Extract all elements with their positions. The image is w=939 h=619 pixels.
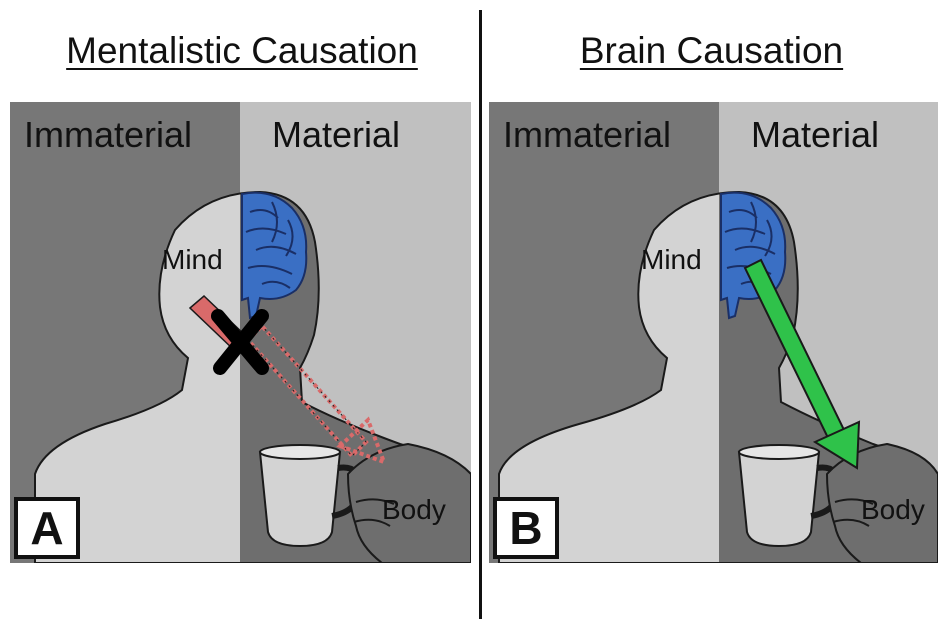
immaterial-label: Immaterial bbox=[24, 114, 192, 156]
panel-mentalistic-causation: Immaterial Material Mind Body A bbox=[10, 102, 471, 563]
panel-a-title: Mentalistic Causation bbox=[0, 30, 484, 72]
material-label: Material bbox=[751, 114, 879, 156]
panel-letter-b: B bbox=[493, 497, 559, 559]
body-label: Body bbox=[861, 494, 925, 526]
panel-brain-causation: Immaterial Material Mind Body B bbox=[489, 102, 938, 563]
mind-label: Mind bbox=[162, 244, 223, 276]
material-label: Material bbox=[272, 114, 400, 156]
center-divider bbox=[479, 10, 482, 619]
body-label: Body bbox=[382, 494, 446, 526]
panel-b-title: Brain Causation bbox=[484, 30, 939, 72]
panel-letter-a: A bbox=[14, 497, 80, 559]
immaterial-label: Immaterial bbox=[503, 114, 671, 156]
mind-label: Mind bbox=[641, 244, 702, 276]
